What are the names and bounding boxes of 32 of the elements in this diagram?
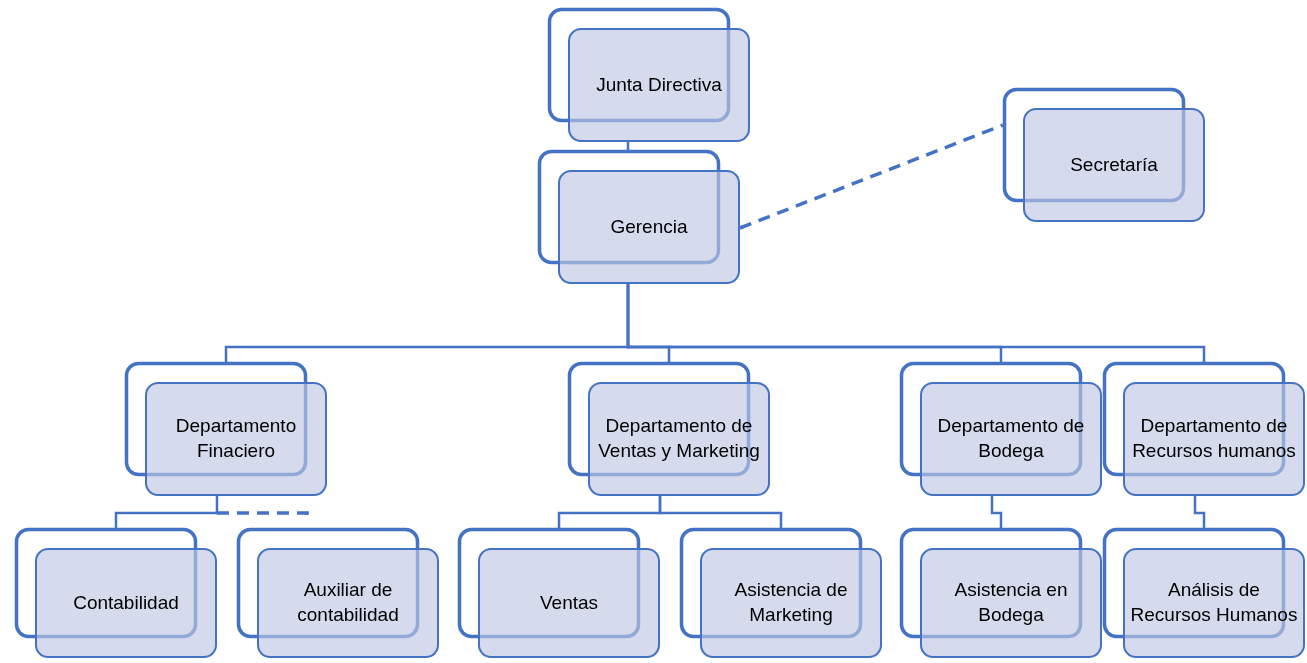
org-chart-box <box>458 528 660 658</box>
org-chart-box <box>1003 88 1205 222</box>
box-label: Ventas <box>539 590 599 615</box>
box-label: Contabilidad <box>73 590 179 615</box>
box-label: Asistencia en Bodega <box>953 578 1069 627</box>
org-chart-box <box>1103 528 1305 658</box>
org-chart-box <box>1103 362 1305 496</box>
connector-line <box>1193 496 1206 528</box>
dashed-connector <box>739 123 1004 230</box>
connector-line <box>658 496 783 528</box>
connector-line <box>990 496 1003 528</box>
box-label: Departamento de Recursos humanos <box>1131 414 1297 463</box>
box-label: Asistencia de Marketing <box>733 578 849 627</box>
org-chart-box <box>125 362 327 496</box>
box-label: Análisis de Recursos Humanos <box>1129 578 1299 627</box>
org-chart-box <box>568 362 770 496</box>
org-chart-box <box>15 528 217 658</box>
box-label: Departamento Finaciero <box>174 414 298 463</box>
box-label: Departamento de Ventas y Marketing <box>597 414 761 463</box>
box-label: Junta Directiva <box>596 72 722 97</box>
connector-line <box>626 284 1206 362</box>
box-label: Secretaría <box>1070 152 1158 177</box>
box-label: Departamento de Bodega <box>936 414 1086 463</box>
box-label: Auxiliar de contabilidad <box>296 578 400 627</box>
connector-line <box>114 496 219 528</box>
org-chart-box <box>680 528 882 658</box>
box-label: Gerencia <box>610 214 688 239</box>
org-chart-box <box>237 528 439 658</box>
org-chart-box <box>900 528 1102 658</box>
org-chart-box <box>548 8 750 142</box>
org-chart-box <box>538 150 740 284</box>
org-chart-box <box>900 362 1102 496</box>
